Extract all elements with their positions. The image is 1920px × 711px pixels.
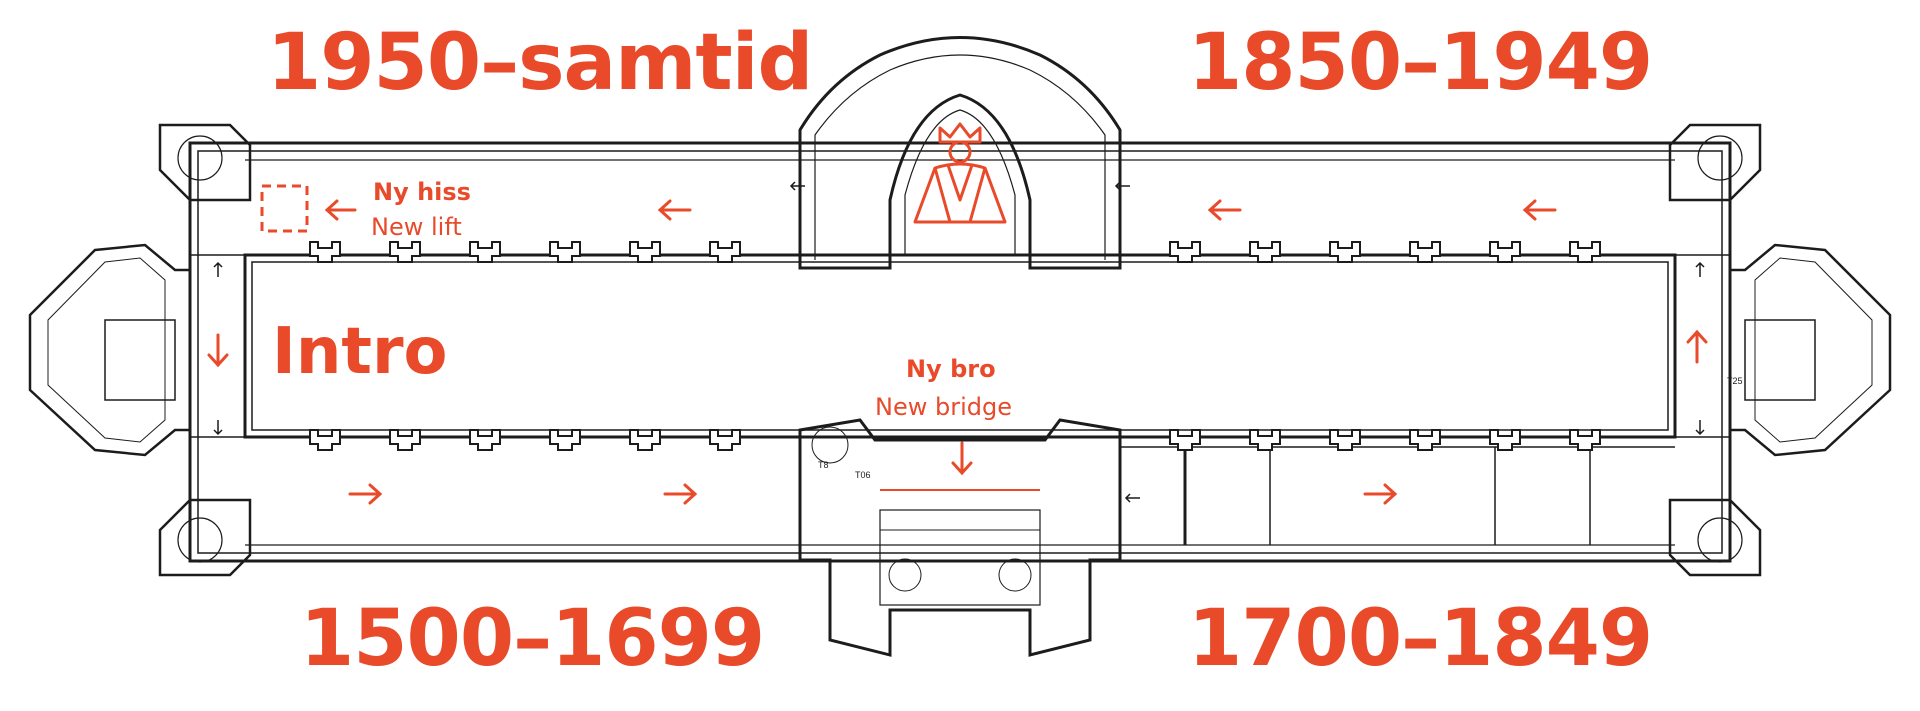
new-lift-label-en: New lift <box>371 213 462 241</box>
room-number: T06 <box>855 470 871 480</box>
arrow-left-icon <box>1522 199 1557 221</box>
plan-small-arrows <box>213 181 1705 503</box>
plan-pillars <box>309 241 1601 451</box>
arrow-down-icon <box>951 441 973 476</box>
crown-figure-icon <box>913 122 1007 224</box>
arrow-left-icon <box>657 199 692 221</box>
arrow-right-icon <box>348 483 383 505</box>
new-bridge-label-en: New bridge <box>875 393 1012 421</box>
room-number: T8 <box>818 460 829 470</box>
arrow-up-icon <box>1686 329 1708 364</box>
arrow-left-icon <box>324 199 357 221</box>
new-lift-label-sv: Ny hiss <box>373 178 471 206</box>
era-label-1950-samtid: 1950–samtid <box>267 18 813 108</box>
arrow-down-icon <box>207 333 229 368</box>
era-label-1850-1949: 1850–1949 <box>1188 18 1653 108</box>
new-bridge-label-sv: Ny bro <box>906 355 996 383</box>
plan-walls <box>28 36 1892 657</box>
room-numbers: T8 T06 T25 <box>818 376 1743 480</box>
arrow-right-icon <box>1363 483 1398 505</box>
dashed-lift-icon <box>260 184 309 233</box>
room-number: T25 <box>1727 376 1743 386</box>
route-arrows <box>207 199 1708 505</box>
arrow-right-icon <box>663 483 698 505</box>
era-label-1500-1699: 1500–1699 <box>300 594 765 684</box>
era-label-1700-1849: 1700–1849 <box>1188 594 1653 684</box>
intro-label: Intro <box>272 315 448 389</box>
arrow-left-icon <box>1207 199 1242 221</box>
